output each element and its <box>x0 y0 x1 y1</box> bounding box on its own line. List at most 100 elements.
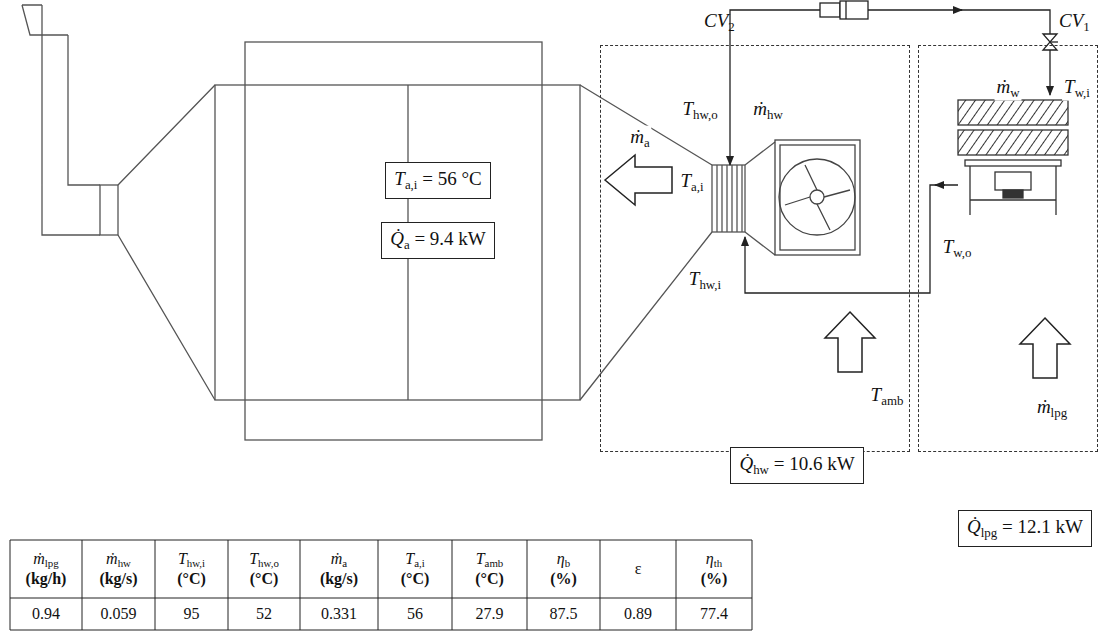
dryer-chamber-part <box>245 42 542 440</box>
box-text: Q̇a = 9.4 kW <box>390 228 486 252</box>
pump-symbol-part <box>820 3 840 17</box>
box-text: Q̇hw = 10.6 kW <box>739 453 854 477</box>
hot-water-supply-pipe-part <box>730 10 820 165</box>
table-header: ηb (%) <box>548 550 579 588</box>
table-cell: 52 <box>254 605 274 623</box>
duct-rib <box>736 165 737 232</box>
duct-rib <box>731 165 732 232</box>
table-rule <box>600 540 601 630</box>
lpg-burner <box>958 100 1068 215</box>
table-rule <box>752 540 753 630</box>
table-header: Tamb (°C) <box>473 550 506 588</box>
duct-rib <box>726 165 727 232</box>
table-header: ṁlpg (kg/h) <box>24 550 69 588</box>
dryer-chamber-part <box>118 85 215 400</box>
table-rule <box>300 540 301 630</box>
table-cell: 27.9 <box>474 605 506 623</box>
table-header: ṁhw (kg/s) <box>97 550 139 588</box>
lpg-inflow-arrow <box>1020 318 1070 378</box>
chimney-part <box>100 185 118 235</box>
table-cell: 95 <box>182 605 202 623</box>
table-cell: 0.89 <box>622 605 654 623</box>
region-heading: CV2 <box>704 10 735 35</box>
lpg-inflow-arrow-part <box>1020 318 1070 378</box>
fan-unit-part <box>775 140 860 255</box>
box-text: Q̇lpg = 12.1 kW <box>967 516 1083 540</box>
fan-unit-part <box>780 145 855 250</box>
fan-unit-part <box>810 190 824 204</box>
chimney <box>22 5 118 235</box>
table-rule <box>10 598 752 599</box>
duct-rib <box>741 165 742 232</box>
table-header: Thw,i (°C) <box>175 550 208 588</box>
heat-exchanger-duct-part <box>717 165 742 232</box>
value-box: Ta,i = 56 °C <box>385 162 491 199</box>
pump-symbol-part <box>845 1 846 19</box>
box-text: Ta,i = 56 °C <box>394 168 481 192</box>
temperature-label: Tw,i <box>1062 76 1092 101</box>
table-cell: 56 <box>405 605 425 623</box>
temperature-label: Ta,i <box>678 170 705 195</box>
table-header: ηth (%) <box>699 550 730 588</box>
chimney-part <box>22 5 68 35</box>
table-rule <box>10 630 752 631</box>
duct-rib <box>716 165 717 232</box>
heat-exchanger-duct <box>712 142 775 255</box>
lpg-burner-part <box>1003 190 1023 198</box>
mass-flow-label: ṁlpg <box>1035 396 1069 421</box>
region-heading: CV1 <box>1059 10 1090 35</box>
duct-rib <box>721 165 722 232</box>
hot-water-return-pipe <box>745 185 958 293</box>
ambient-air-arrow <box>825 312 875 372</box>
table-rule <box>10 540 11 630</box>
fan-unit-part <box>785 165 850 230</box>
table-rule <box>155 540 156 630</box>
lpg-burner-part <box>965 160 1061 166</box>
table-header: Ta,i (°C) <box>399 550 432 588</box>
fan-unit-part <box>779 159 855 235</box>
lpg-burner-part <box>958 130 1068 155</box>
table-rule <box>10 540 752 541</box>
temperature-label: Thw,i <box>687 268 723 293</box>
hot-water-supply-pipe-part <box>868 10 1050 95</box>
table-cell: 0.94 <box>30 605 62 623</box>
value-box: Q̇hw = 10.6 kW <box>730 447 864 484</box>
value-box: Q̇lpg = 12.1 kW <box>958 510 1092 547</box>
table-rule <box>527 540 528 630</box>
table-cell: 0.331 <box>319 605 359 623</box>
heat-exchanger-duct-part <box>745 142 775 255</box>
table-header: ṁa (kg/s) <box>318 550 360 588</box>
data-table-grid <box>10 540 752 630</box>
hot-water-return-pipe-part <box>935 184 945 185</box>
table-cell: 87.5 <box>548 605 580 623</box>
valve-symbol <box>1043 34 1058 50</box>
lpg-burner-part <box>958 100 1068 125</box>
ambient-air-arrow-part <box>825 312 875 372</box>
fan-unit <box>775 140 860 255</box>
valve-symbol-part <box>1043 34 1057 50</box>
dryer-chamber-part <box>215 85 580 400</box>
table-rule <box>82 540 83 630</box>
lpg-burner-part <box>970 166 1056 215</box>
table-rule <box>378 540 379 630</box>
mass-flow-label: ṁw <box>994 76 1021 101</box>
heat-exchanger-duct-part <box>712 165 745 232</box>
temperature-label: Thw,o <box>680 98 719 123</box>
lpg-burner-part <box>995 172 1031 190</box>
table-rule <box>228 540 229 630</box>
mass-flow-label: ṁhw <box>751 98 785 123</box>
table-cell: 0.059 <box>99 605 139 623</box>
pump-symbol <box>820 1 868 19</box>
value-box: Q̇a = 9.4 kW <box>381 222 495 259</box>
temperature-label: Tamb <box>869 384 906 409</box>
chimney-part <box>42 35 100 235</box>
pump-symbol-part <box>840 1 868 19</box>
table-rule <box>452 540 453 630</box>
table-cell: 77.4 <box>698 605 730 623</box>
table-rule <box>676 540 677 630</box>
valve-symbol-part <box>1050 41 1058 42</box>
